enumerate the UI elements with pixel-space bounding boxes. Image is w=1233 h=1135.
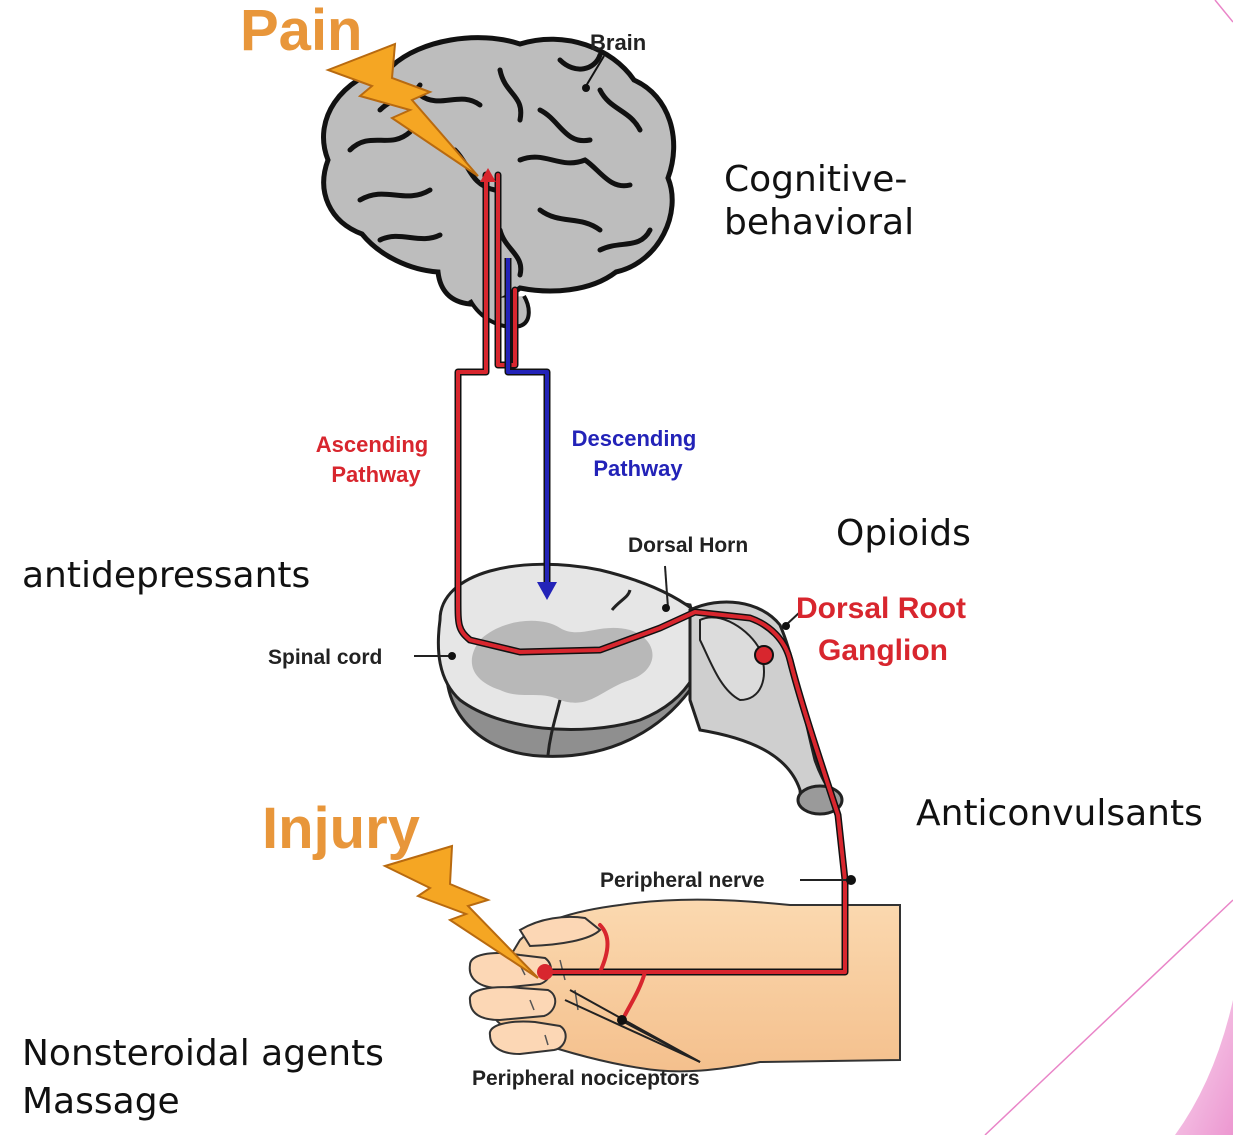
injury-headline: Injury (262, 796, 420, 861)
spinal-cord-label: Spinal cord (268, 646, 382, 669)
dorsal-horn-label: Dorsal Horn (628, 534, 748, 557)
hand-illustration (470, 900, 900, 1072)
dorsal-root-label-line2: Ganglion (818, 634, 948, 667)
cognitive-behavioral-line1: Cognitive- (724, 158, 914, 201)
peripheral-nociceptors-label: Peripheral nociceptors (472, 1067, 700, 1090)
descending-pathway-label-line2: Pathway (593, 456, 683, 481)
ascending-pathway-label-line2: Pathway (331, 462, 421, 487)
dorsal-root-label-line1: Dorsal Root (796, 592, 966, 625)
peripheral-nerve-label: Peripheral nerve (600, 869, 765, 892)
descending-pathway-label-line1: Descending (572, 426, 697, 451)
pain-headline: Pain (240, 0, 363, 63)
nonsteroidal-agents-text: Nonsteroidal agents (22, 1032, 384, 1075)
brain-label: Brain (590, 30, 646, 55)
slide-corner-decoration (985, 0, 1233, 1135)
opioids-text: Opioids (836, 512, 971, 555)
massage-text: Massage (22, 1080, 180, 1123)
injury-lightning-bolt-icon (385, 846, 538, 978)
cognitive-behavioral-text: Cognitive- behavioral (724, 158, 914, 244)
ascending-pathway-label-line1: Ascending (316, 432, 428, 457)
antidepressants-text: antidepressants (22, 554, 310, 597)
cognitive-behavioral-line2: behavioral (724, 201, 914, 244)
spinal-cord-illustration (438, 564, 842, 814)
anticonvulsants-text: Anticonvulsants (916, 792, 1203, 835)
